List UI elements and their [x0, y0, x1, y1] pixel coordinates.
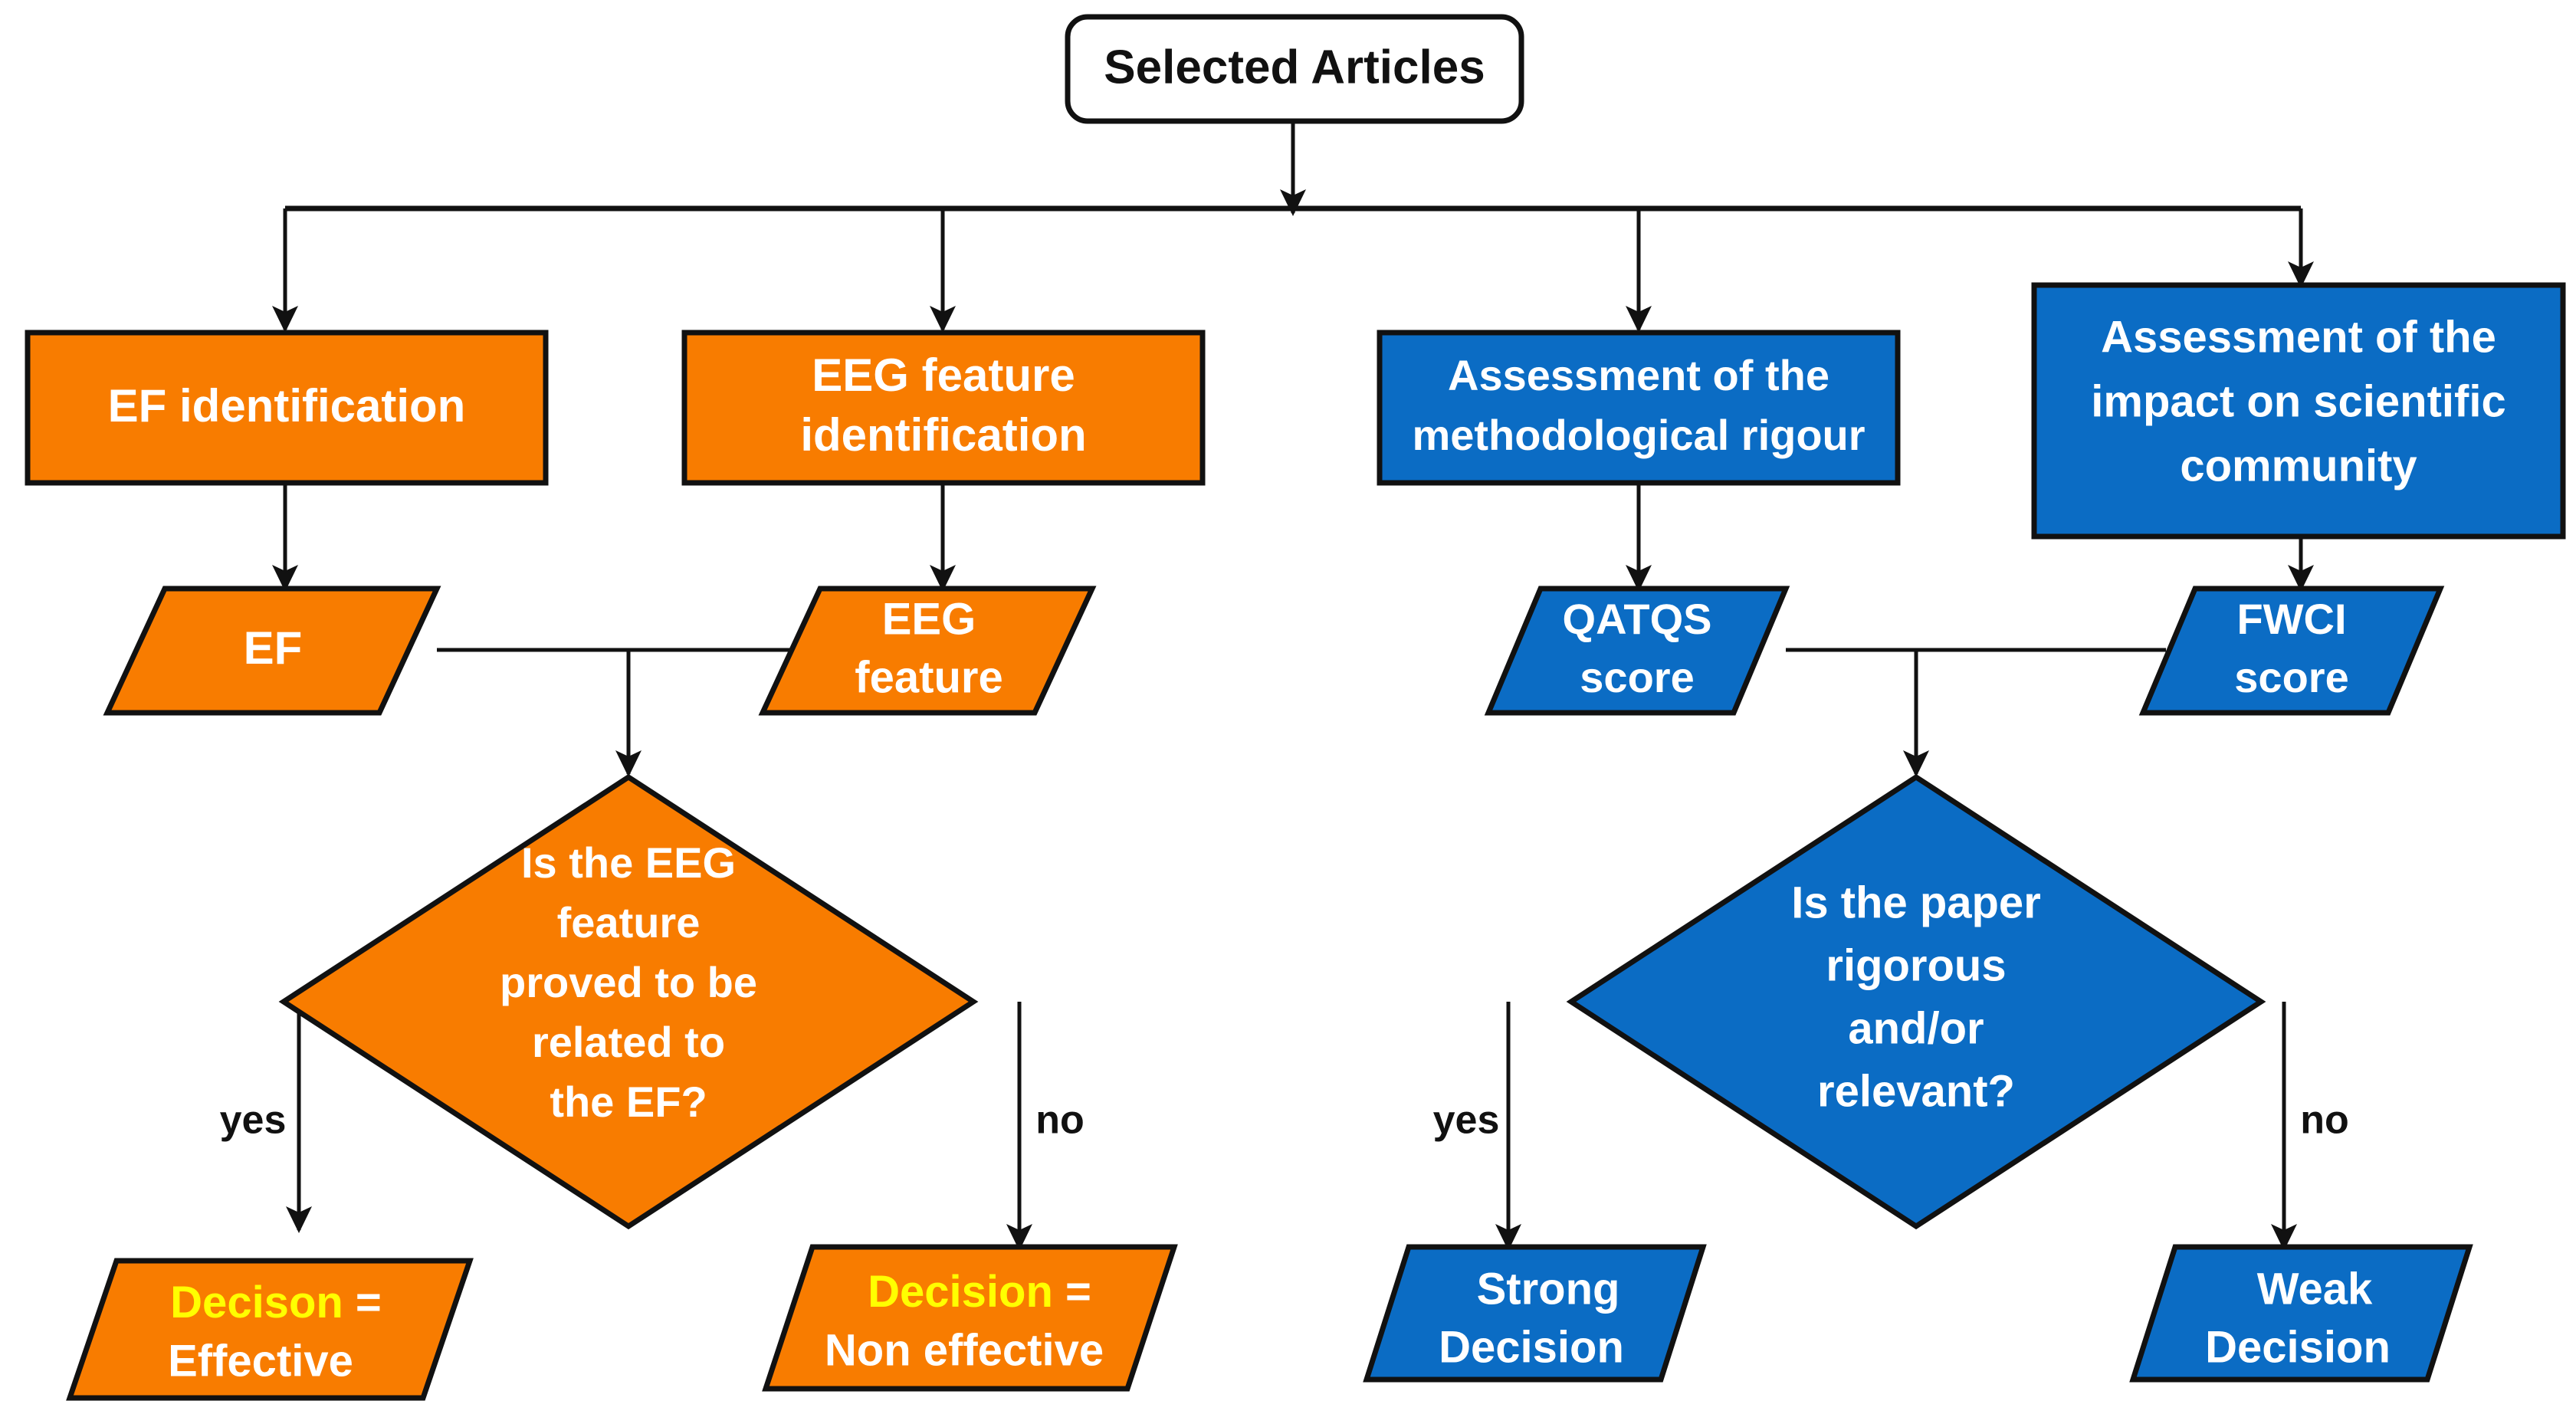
methodological-rigour-line2: methodological rigour	[1412, 411, 1865, 459]
eeg-ef-decision-line2: feature	[557, 898, 701, 947]
decision-non-effective-parallelogram[interactable]	[762, 1244, 1178, 1392]
fwci-score-parallelogram[interactable]	[2138, 586, 2445, 716]
node-fwci-score[interactable]: FWCI score	[2138, 586, 2445, 716]
decision-non-effective-line2: Non effective	[825, 1325, 1104, 1375]
fwci-score-line2: score	[2234, 653, 2348, 701]
strong-decision-line1: Strong	[1477, 1264, 1620, 1314]
ef-label: EF	[244, 622, 303, 674]
eeg-ef-decision-line3: proved to be	[500, 958, 757, 1006]
eeg-feature-parallelogram[interactable]	[758, 586, 1097, 716]
qatqs-score-parallelogram[interactable]	[1484, 586, 1790, 716]
eeg-ef-decision-diamond[interactable]	[278, 773, 979, 1230]
ef-identification-label: EF identification	[108, 380, 466, 431]
edge-label-eeg-decision-no: no	[1035, 1098, 1085, 1143]
weak-decision-parallelogram[interactable]	[2129, 1244, 2473, 1383]
paper-decision-line3: and/or	[1848, 1003, 1984, 1053]
paper-decision-line2: rigorous	[1826, 940, 2006, 990]
decision-effective-head: Decison	[170, 1278, 343, 1327]
qatqs-score-line1: QATQS	[1563, 595, 1712, 643]
qatqs-score-line2: score	[1580, 653, 1694, 701]
methodological-rigour-line1: Assessment of the	[1448, 351, 1829, 399]
node-strong-decision[interactable]: Strong Decision	[1363, 1244, 1707, 1383]
paper-decision-line1: Is the paper	[1791, 878, 2041, 927]
node-paper-rigorous-decision[interactable]: Is the paper rigorous and/or relevant?	[1566, 773, 2266, 1230]
impact-community-line2: impact on scientific	[2091, 376, 2505, 426]
selected-articles-label: Selected Articles	[1104, 41, 1485, 94]
decision-non-effective-tail: =	[1053, 1267, 1091, 1317]
paper-rigorous-decision-diamond[interactable]	[1566, 773, 2266, 1230]
node-eeg-feature-identification[interactable]: EEG feature identification	[681, 330, 1206, 486]
strong-decision-parallelogram[interactable]	[1363, 1244, 1707, 1383]
decision-effective-parallelogram[interactable]	[66, 1258, 474, 1401]
fwci-score-line1: FWCI	[2236, 595, 2346, 643]
node-assessment-methodological-rigour[interactable]: Assessment of the methodological rigour	[1377, 330, 1901, 486]
strong-decision-line2: Decision	[1439, 1322, 1624, 1372]
eeg-feature-identification-line1: EEG feature	[812, 349, 1075, 401]
decision-effective-tail: =	[343, 1278, 382, 1327]
eeg-ef-decision-line1: Is the EEG	[521, 838, 736, 887]
eeg-feature-identification-box[interactable]	[681, 330, 1206, 486]
eeg-feature-line1: EEG	[882, 594, 976, 644]
weak-decision-line1: Weak	[2257, 1264, 2373, 1314]
eeg-feature-line2: feature	[855, 652, 1003, 702]
node-ef[interactable]: EF	[103, 586, 441, 716]
weak-decision-line2: Decision	[2205, 1322, 2391, 1372]
node-weak-decision[interactable]: Weak Decision	[2129, 1244, 2473, 1383]
node-qatqs-score[interactable]: QATQS score	[1484, 586, 1790, 716]
node-ef-identification[interactable]: EF identification	[25, 330, 549, 486]
impact-community-line3: community	[2180, 441, 2417, 491]
node-selected-articles[interactable]: Selected Articles	[1065, 14, 1524, 124]
decision-effective-line1: Decison =	[170, 1278, 382, 1327]
impact-community-line1: Assessment of the	[2101, 312, 2496, 362]
node-eeg-ef-related-decision[interactable]: Is the EEG feature proved to be related …	[278, 773, 979, 1230]
ef-identification-box[interactable]	[25, 330, 549, 486]
decision-effective-line2: Effective	[168, 1336, 353, 1386]
node-eeg-feature[interactable]: EEG feature	[758, 586, 1097, 716]
decision-non-effective-line1: Decision =	[868, 1267, 1091, 1317]
ef-parallelogram[interactable]	[103, 586, 441, 716]
assessment-methodological-rigour-box[interactable]	[1377, 330, 1901, 486]
connector-layer	[272, 121, 2315, 1252]
node-decision-effective[interactable]: Decison = Effective	[66, 1258, 474, 1401]
assessment-impact-box[interactable]	[2031, 282, 2566, 540]
edge-label-eeg-decision-yes: yes	[220, 1098, 287, 1143]
eeg-ef-decision-line5: the EF?	[550, 1078, 707, 1126]
eeg-ef-decision-line4: related to	[532, 1018, 725, 1066]
node-decision-non-effective[interactable]: Decision = Non effective	[762, 1244, 1178, 1392]
edge-label-paper-decision-no: no	[2300, 1098, 2349, 1143]
paper-decision-line4: relevant?	[1817, 1066, 2015, 1116]
node-assessment-impact-scientific-community[interactable]: Assessment of the impact on scientific c…	[2031, 282, 2566, 540]
eeg-feature-identification-line2: identification	[800, 409, 1086, 461]
decision-non-effective-head: Decision	[868, 1267, 1053, 1317]
edge-label-paper-decision-yes: yes	[1433, 1098, 1500, 1143]
selected-articles-box[interactable]	[1065, 14, 1524, 124]
